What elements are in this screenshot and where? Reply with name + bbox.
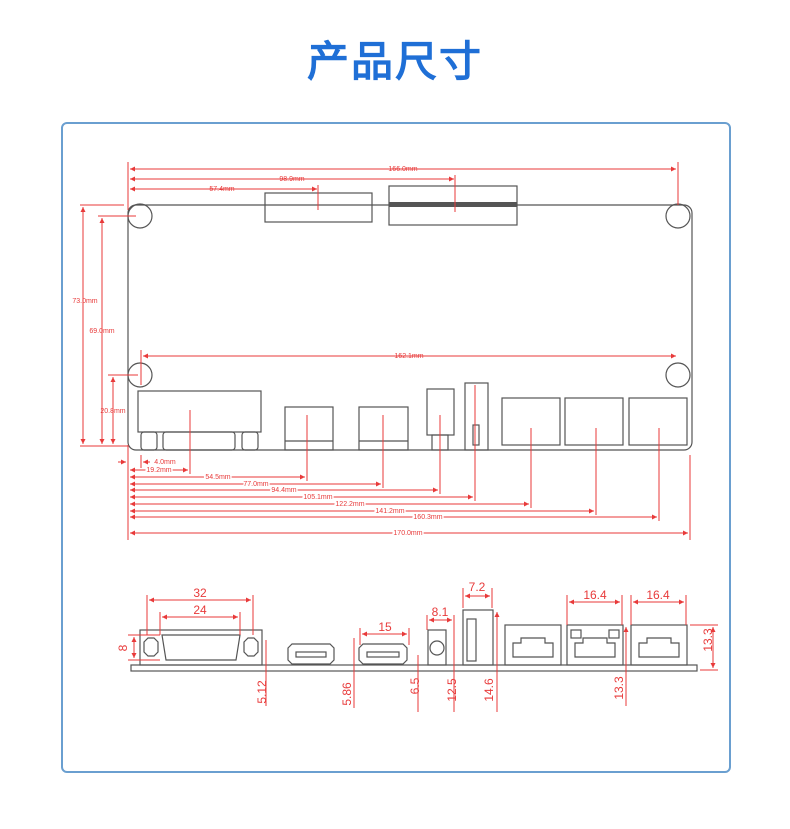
dim-label: 14.6 [482, 678, 496, 702]
dim-label: 73.0mm [72, 298, 97, 305]
dvi-port [139, 629, 263, 666]
dim-label: 12.5 [445, 678, 459, 702]
rj45-port [504, 624, 562, 666]
dim-label: 170.0mm [393, 530, 422, 537]
usb-port [462, 609, 494, 666]
dim-label: 69.0mm [89, 328, 114, 335]
rj45-port [630, 624, 688, 666]
dim-label: 16.4 [583, 588, 607, 602]
dim-label: 160.3mm [413, 514, 442, 521]
dvi-port [137, 390, 262, 433]
dim-label: 32 [193, 586, 207, 600]
dim-label: 6.5 [408, 677, 422, 694]
rj45-port [566, 624, 624, 666]
dim-label: 94.4mm [271, 487, 296, 494]
hdmi-port [358, 643, 408, 665]
front-view: 32 24 8 5.12 5.86 15 8.1 6.5 12.5 7.2 14… [116, 580, 718, 712]
dim-label: 122.2mm [335, 501, 364, 508]
dim-label: 162.1mm [394, 353, 423, 360]
dim-label: 8.1 [432, 605, 449, 619]
hdmi-port [284, 406, 334, 451]
dim-label: 15 [378, 620, 392, 634]
dim-label: 141.2mm [375, 508, 404, 515]
dim-label: 105.1mm [303, 494, 332, 501]
hdmi-port [287, 643, 335, 665]
dim-label: 166.0mm [388, 166, 417, 173]
dim-label: 16.4 [646, 588, 670, 602]
dim-label: 8 [116, 644, 130, 651]
dim-label: 57.4mm [209, 186, 234, 193]
dim-label: 13.3 [612, 676, 626, 700]
dim-label: 4.0mm [154, 459, 176, 466]
mount-hole [665, 362, 691, 388]
dim-label: 19.2mm [146, 467, 171, 474]
dim-label: 20.8mm [100, 408, 125, 415]
dim-label: 98.9mm [279, 176, 304, 183]
dim-label: 24 [193, 603, 207, 617]
dim-label: 54.5mm [205, 474, 230, 481]
page-title: 产品尺寸 [306, 37, 483, 86]
top-view: 166.0mm 98.9mm 57.4mm 73.0mm 69.0mm 20.8… [72, 162, 693, 540]
board-edge [130, 664, 698, 672]
rj45-port [628, 397, 688, 446]
board-outline [127, 204, 693, 451]
dim-label: 5.86 [340, 682, 354, 706]
usb-port [464, 382, 489, 451]
mount-hole [665, 203, 691, 229]
dim-label: 5.12 [255, 680, 269, 704]
rj45-port [564, 397, 624, 446]
dim-label: 77.0mm [243, 481, 268, 488]
dim-label: 7.2 [469, 580, 486, 594]
dim-label: 13.3 [701, 628, 715, 652]
dc-jack [427, 629, 447, 666]
